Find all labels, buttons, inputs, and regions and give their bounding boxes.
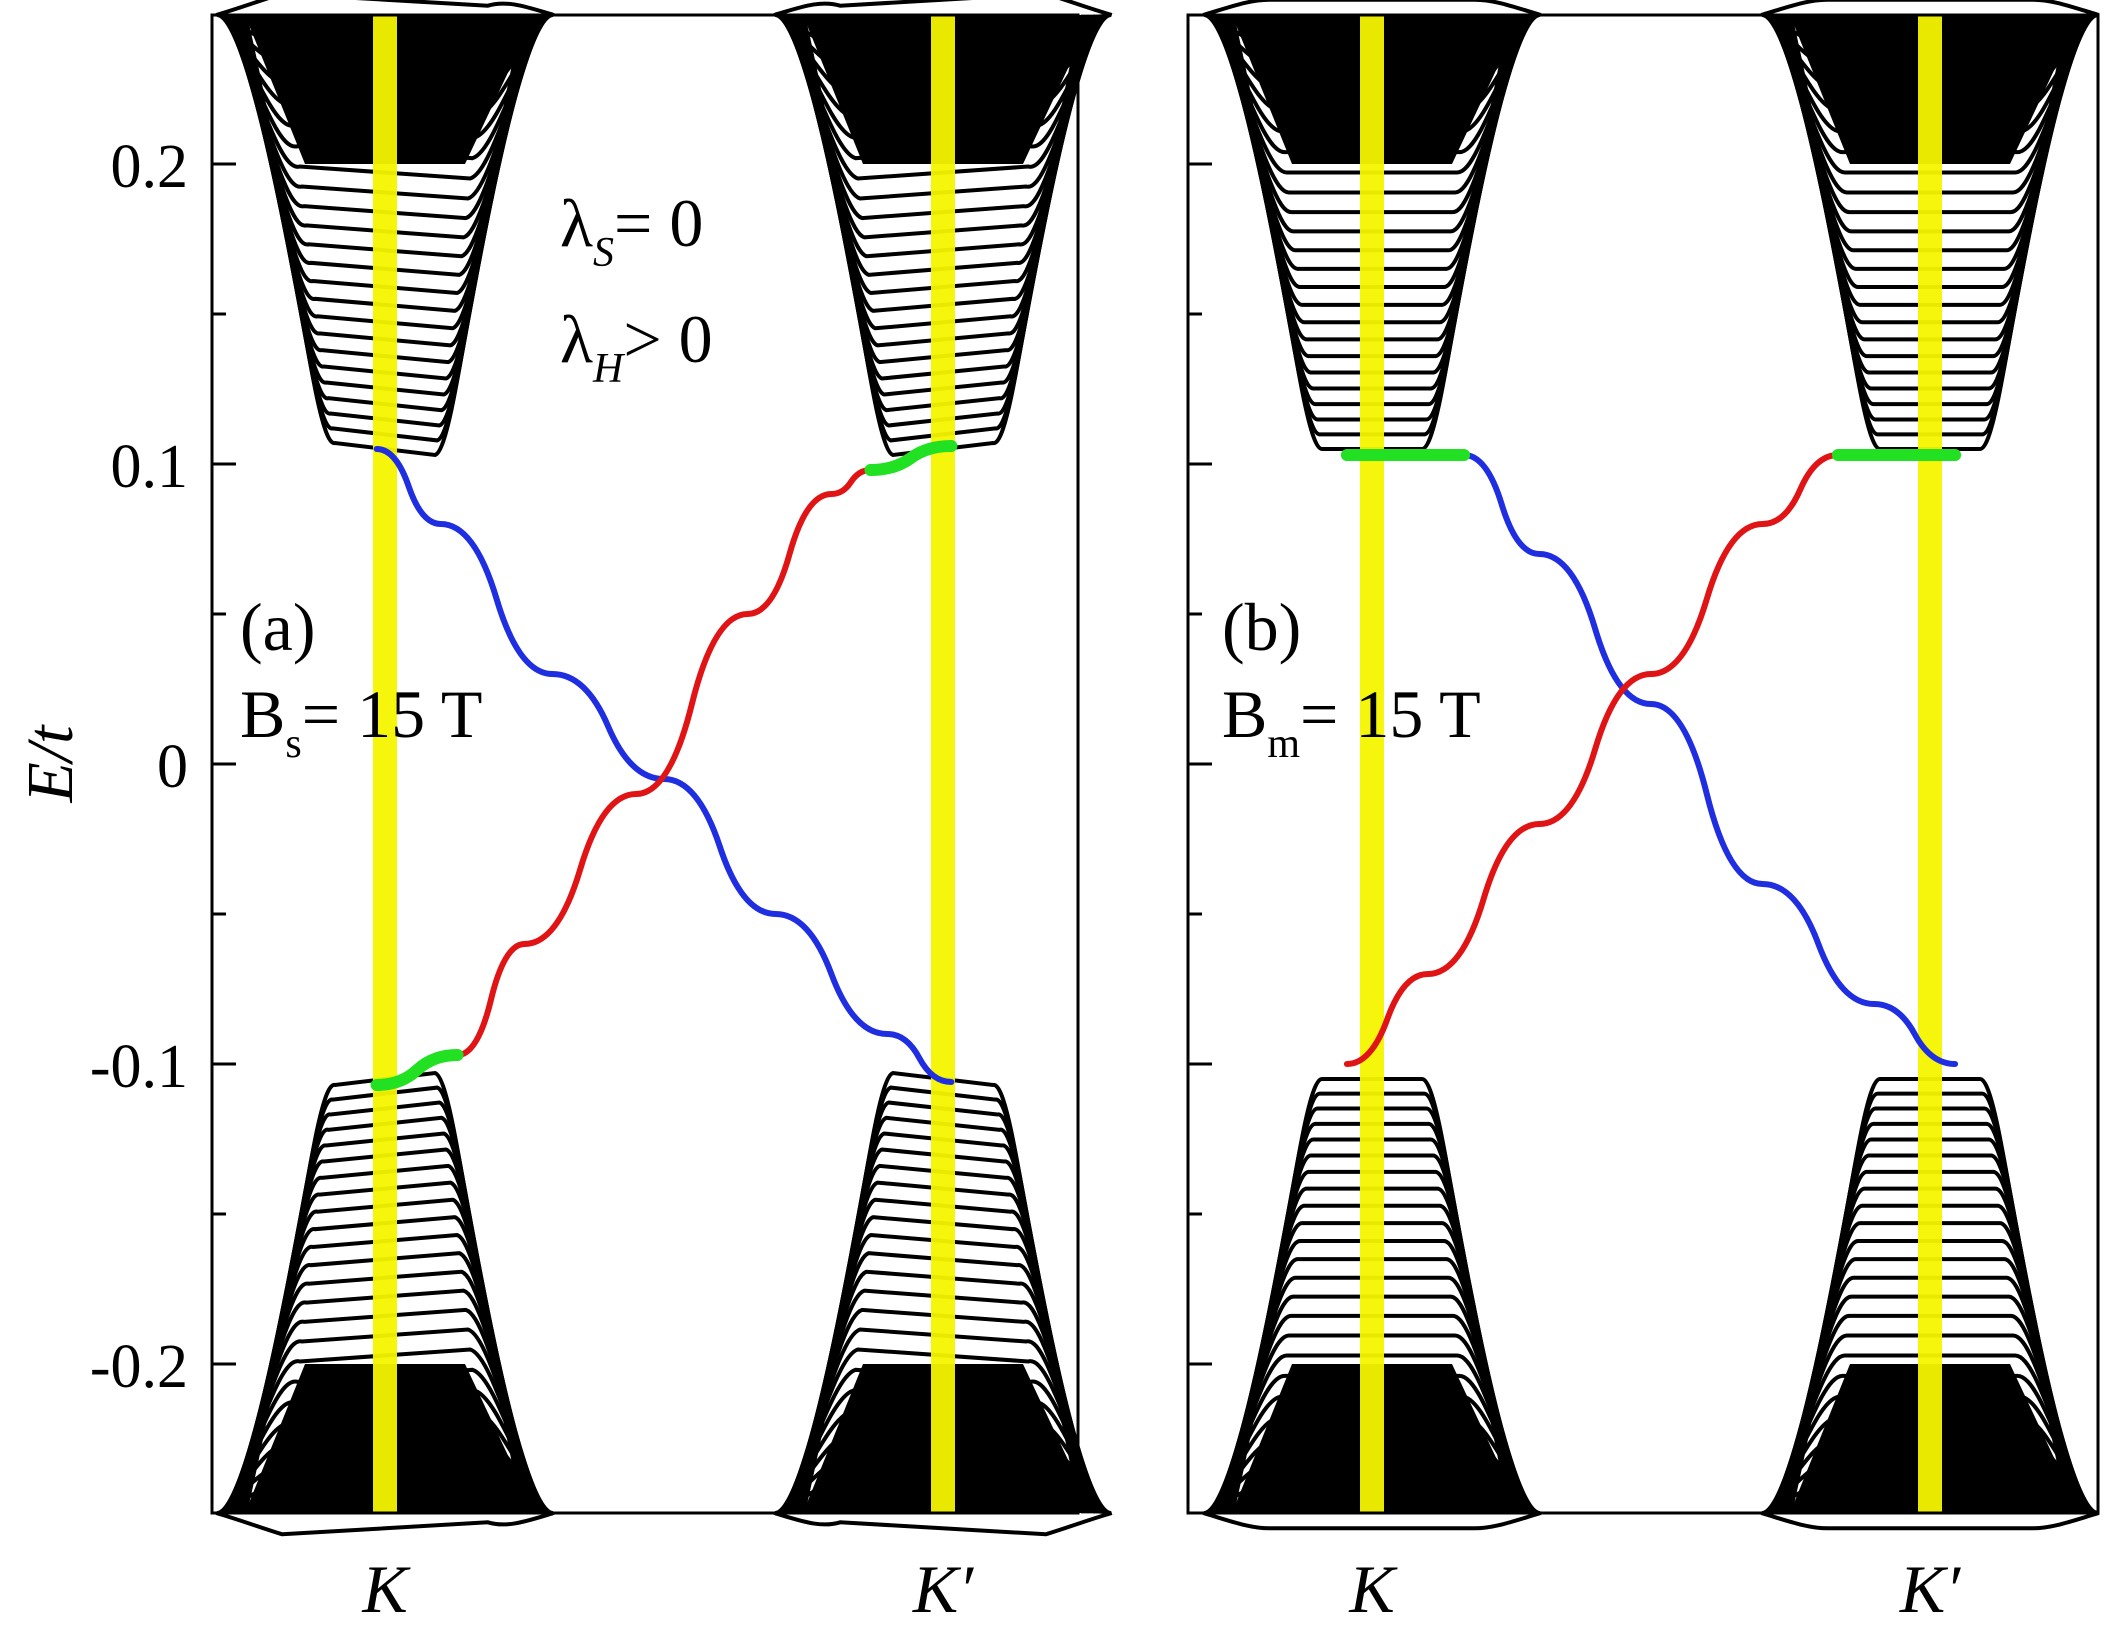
y-tick-label: -0.1 (90, 1033, 188, 1101)
bulk-band-line (1202, 0, 1542, 17)
y-tick-label: 0 (157, 733, 188, 801)
panel-b-valley-highlights (1360, 15, 1942, 1513)
panel-a-edge-states (370, 440, 958, 1091)
edge-state-green (370, 1049, 464, 1091)
valley-highlight-bar (373, 15, 397, 1513)
bulk-band-line (773, 1511, 1113, 1537)
edge-state-blue (373, 446, 955, 1085)
panel-a-valley-highlights (373, 15, 955, 1513)
panel-a-plot (210, 0, 1113, 1537)
panel-b-frame (1186, 13, 2100, 1515)
panel-b-bulk-bands (1202, 0, 2100, 1531)
x-tick-label-k-b: K (1348, 1551, 1398, 1627)
y-tick-label: -0.2 (90, 1333, 188, 1401)
bulk-band-line (215, 1511, 555, 1537)
x-tick-label-k-a: K (361, 1551, 411, 1627)
edge-state-green (864, 440, 958, 476)
panel-b-edge-states (1340, 449, 1962, 1067)
bulk-band-line (773, 0, 1113, 17)
axis-ticks (212, 162, 1212, 1366)
panel-b-label: (b) (1222, 589, 1301, 665)
bulk-band-line (215, 0, 555, 17)
panel-a-label: (a) (240, 589, 315, 665)
panel-a-field-label: Bs= 15 T (240, 676, 482, 767)
y-tick-label: 0.2 (111, 133, 189, 201)
edge-state-blue (1461, 452, 1959, 1067)
valley-highlight-bar (931, 15, 955, 1513)
panel-b-plot (1186, 0, 2100, 1531)
valley-highlight-bar (1918, 15, 1942, 1513)
bulk-band-line (1202, 1511, 1542, 1531)
x-tick-label-kprime-b: K′ (1899, 1551, 1961, 1627)
lambda-s-label: λS= 0 (560, 185, 703, 276)
panel-b-field-label: Bm= 15 T (1222, 676, 1481, 767)
y-axis-label: E/t (14, 724, 87, 804)
y-tick-label: 0.1 (111, 433, 189, 501)
bulk-band-line (1760, 0, 2100, 17)
x-tick-label-kprime-a: K′ (912, 1551, 974, 1627)
edge-state-red (1343, 452, 1841, 1067)
bulk-band-line (1760, 1511, 2100, 1531)
valley-highlight-bar (1360, 15, 1384, 1513)
edge-state-red (454, 467, 874, 1058)
lambda-h-label: λH> 0 (560, 301, 713, 392)
